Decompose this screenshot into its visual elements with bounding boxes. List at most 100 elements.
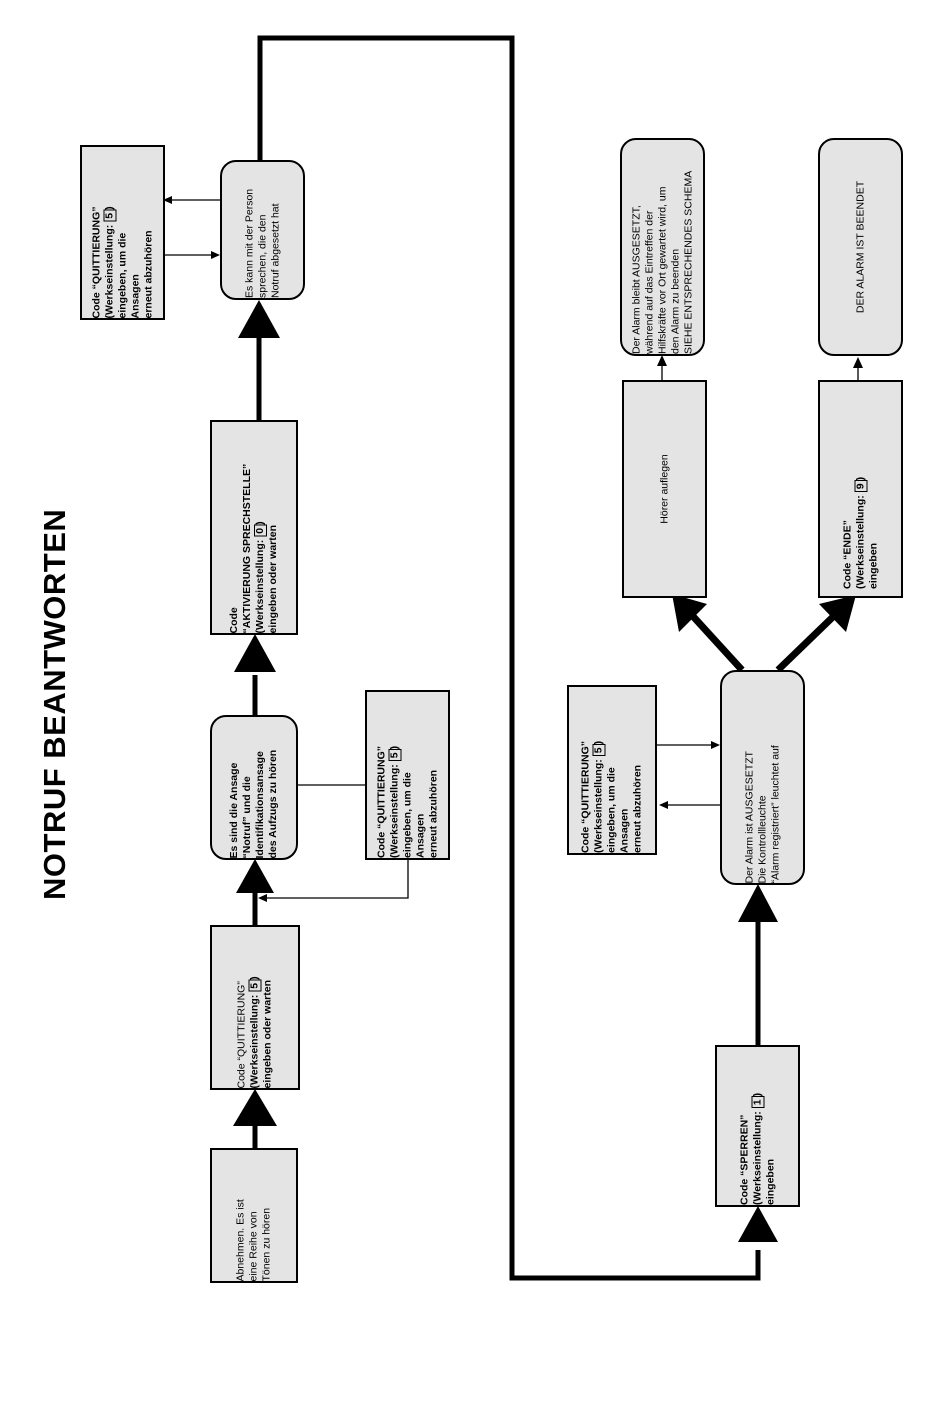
arrowhead-to-hoerer — [672, 594, 707, 632]
text-line: Code “QUITTIERUNG” — [579, 741, 592, 853]
page-title: NOTRUF BEANTWORTEN — [37, 508, 72, 900]
arrowhead-to-bleibt — [657, 355, 667, 366]
text-line: (Werkseinstellung: 9) — [854, 389, 867, 589]
digit-key: 9 — [854, 480, 867, 493]
text-line: (Werkseinstellung:0) — [254, 422, 267, 633]
text-line: Notruf abgesetzt hat — [269, 203, 281, 298]
text-line: erneut abzuhören — [142, 229, 154, 318]
text-line: Ansagen — [129, 273, 141, 318]
box-alarm-bleibt-ausgesetzt-text: Der Alarm bleibt AUSGESETZT, während auf… — [630, 140, 695, 354]
text-line: Es sind die Ansage — [228, 762, 240, 858]
box-sperren: Code “SPERREN” (Werkseinstellung:1) eing… — [715, 1045, 800, 1207]
text-line: eingeben — [764, 1158, 776, 1205]
text-line: Abnehmen. Es ist — [234, 1198, 247, 1281]
box-person-sprechen-text: Es kann mit der Person sprechen, die den… — [243, 162, 282, 298]
digit-key: 5 — [103, 209, 116, 222]
text-line: Code “QUITTIERUNG” — [90, 206, 102, 318]
text-line: eingeben, um die — [401, 772, 413, 858]
setting-label: (Werkseinstellung: — [751, 1111, 763, 1205]
text-line: sprechen, die den — [256, 214, 268, 298]
text-line: den Alarm zu beenden — [669, 248, 681, 354]
arrowhead-to-quittierung4 — [659, 801, 668, 809]
text-line: Die Kontrollleuchte — [756, 794, 768, 883]
quittierung2-return-line — [265, 860, 409, 899]
box-quittierung-oder-warten-text: Code “QUITTIERUNG” (Werkseinstellung:5) … — [236, 927, 275, 1088]
text-line: während auf das Eintreffen der — [643, 210, 655, 354]
box-abnehmen: Abnehmen. Es ist eine Reihe von Tönen zu… — [210, 1148, 298, 1283]
text-line: Hilfskräfte vor Ort gewartet wird, um — [656, 186, 668, 354]
text-line: Code — [228, 606, 240, 633]
text-line: (Werkseinstellung: 5) — [248, 927, 262, 1088]
box-person-sprechen: Es kann mit der Person sprechen, die den… — [220, 160, 305, 300]
text-line: Hörer auflegen — [658, 454, 670, 524]
box-quittierung-oder-warten: Code “QUITTIERUNG” (Werkseinstellung:5) … — [210, 925, 300, 1090]
box-ende-text: Code “ENDE” (Werkseinstellung: 9) eingebe… — [841, 389, 880, 589]
paren: ) — [103, 205, 115, 210]
arrowhead-to-beendet — [853, 357, 863, 368]
paren: ) — [592, 740, 605, 745]
digit-key: 5 — [248, 979, 262, 992]
text-line: “Notruf” und die — [241, 775, 253, 858]
text-line: Ansagen — [414, 813, 426, 858]
paren: ) — [854, 476, 866, 481]
text-line: eingeben, um die — [605, 767, 618, 853]
text-line: eingeben oder warten — [267, 524, 279, 633]
arrow-ausgesetzt-to-ende — [775, 609, 841, 673]
arrowhead-to-ende — [819, 595, 856, 632]
text-line: Ansagen — [618, 808, 631, 853]
digit-key: 5 — [592, 744, 606, 757]
box-hoerer-auflegen: Hörer auflegen — [622, 380, 707, 598]
box-aktivierung-sprechstelle: Code “AKTIVIERUNG SPRECHSTELLE” (Werksei… — [210, 420, 298, 635]
box-ende: Code “ENDE” (Werkseinstellung: 9) eingebe… — [818, 380, 903, 598]
text-line: Code “QUITTIERUNG” — [235, 980, 248, 1088]
arrowhead-to-sperren — [738, 1206, 778, 1242]
digit-key: 0 — [254, 524, 267, 537]
box-quittierung-erneut-1: Code “QUITTIERUNG” (Werkseinstellung:5) … — [365, 690, 450, 860]
text-line: (Werkseinstellung:5) — [388, 692, 401, 858]
box-ansage-text: Es sind die Ansage “Notruf” und die Iden… — [228, 717, 280, 858]
text-line: Identifikationsansage — [254, 750, 266, 858]
text-line: (Werkseinstellung: 5) — [103, 147, 116, 318]
text-line: Code “ENDE” — [841, 520, 853, 589]
box-quittierung-erneut-2: Code “QUITTIERUNG” (Werkseinstellung:5) … — [80, 145, 165, 320]
text-line: Code “SPERREN” — [738, 1114, 750, 1205]
box-quittierung-erneut-3-text: Code “QUITTIERUNG” (Werkseinstellung:5) … — [580, 687, 645, 853]
text-line: Tönen zu hören — [260, 1207, 273, 1281]
text-line: “AKTIVIERUNG SPRECHSTELLE” — [241, 463, 253, 633]
arrowhead-to-quittierung1 — [233, 1089, 277, 1126]
text-line: eingeben, um die — [116, 232, 128, 318]
text-line: des Aufzugs zu hören — [267, 749, 279, 858]
box-sperren-text: Code “SPERREN” (Werkseinstellung:1) eing… — [738, 1047, 777, 1205]
setting-label: (Werkseinstellung: — [103, 224, 115, 318]
arrow-ausgesetzt-to-hoerer — [687, 610, 745, 673]
paren: ) — [248, 975, 261, 980]
arrowhead-to-ausgesetzt-thin — [711, 741, 720, 749]
paren: ) — [254, 520, 266, 525]
text-line: erneut abzuhören — [427, 769, 439, 858]
digit-key: 5 — [388, 749, 401, 762]
text-line: DER ALARM IST BEENDET — [854, 180, 866, 314]
box-alarm-bleibt-ausgesetzt: Der Alarm bleibt AUSGESETZT, während auf… — [620, 138, 705, 356]
arrowhead-return-ansage — [258, 894, 267, 902]
box-alarm-ausgesetzt-text: Der Alarm ist AUSGESETZT Die Kontrollleu… — [743, 672, 782, 883]
text-line: Es kann mit der Person — [243, 188, 255, 298]
arrowhead-to-quittierung3 — [163, 196, 172, 204]
setting-label: (Werkseinstellung: — [388, 764, 400, 858]
text-line: eine Reihe von — [247, 1210, 260, 1281]
box-alarm-beendet-text: DER ALARM IST BEENDET — [854, 140, 867, 354]
setting-label: (Werkseinstellung: — [248, 994, 261, 1088]
text-line: SIEHE ENTSPRECHENDES SCHEMA — [682, 170, 694, 354]
arrowhead-to-ausgesetzt — [738, 884, 778, 922]
arrowhead-to-ansage — [236, 859, 274, 893]
text-line: eingeben oder warten — [261, 979, 274, 1088]
box-quittierung-erneut-3: Code “QUITTIERUNG” (Werkseinstellung:5) … — [567, 685, 657, 855]
text-line: Code “QUITTIERUNG” — [375, 746, 387, 858]
text-line: (Werkseinstellung:5) — [592, 687, 606, 853]
text-line: Der Alarm bleibt AUSGESETZT, — [630, 205, 642, 354]
text-line: eingeben — [867, 542, 879, 589]
digit-key: 1 — [751, 1096, 764, 1109]
box-aktivierung-sprechstelle-text: Code “AKTIVIERUNG SPRECHSTELLE” (Werksei… — [228, 422, 280, 633]
arrowhead-to-person-thin — [211, 251, 220, 259]
setting-label: (Werkseinstellung: — [854, 495, 866, 589]
